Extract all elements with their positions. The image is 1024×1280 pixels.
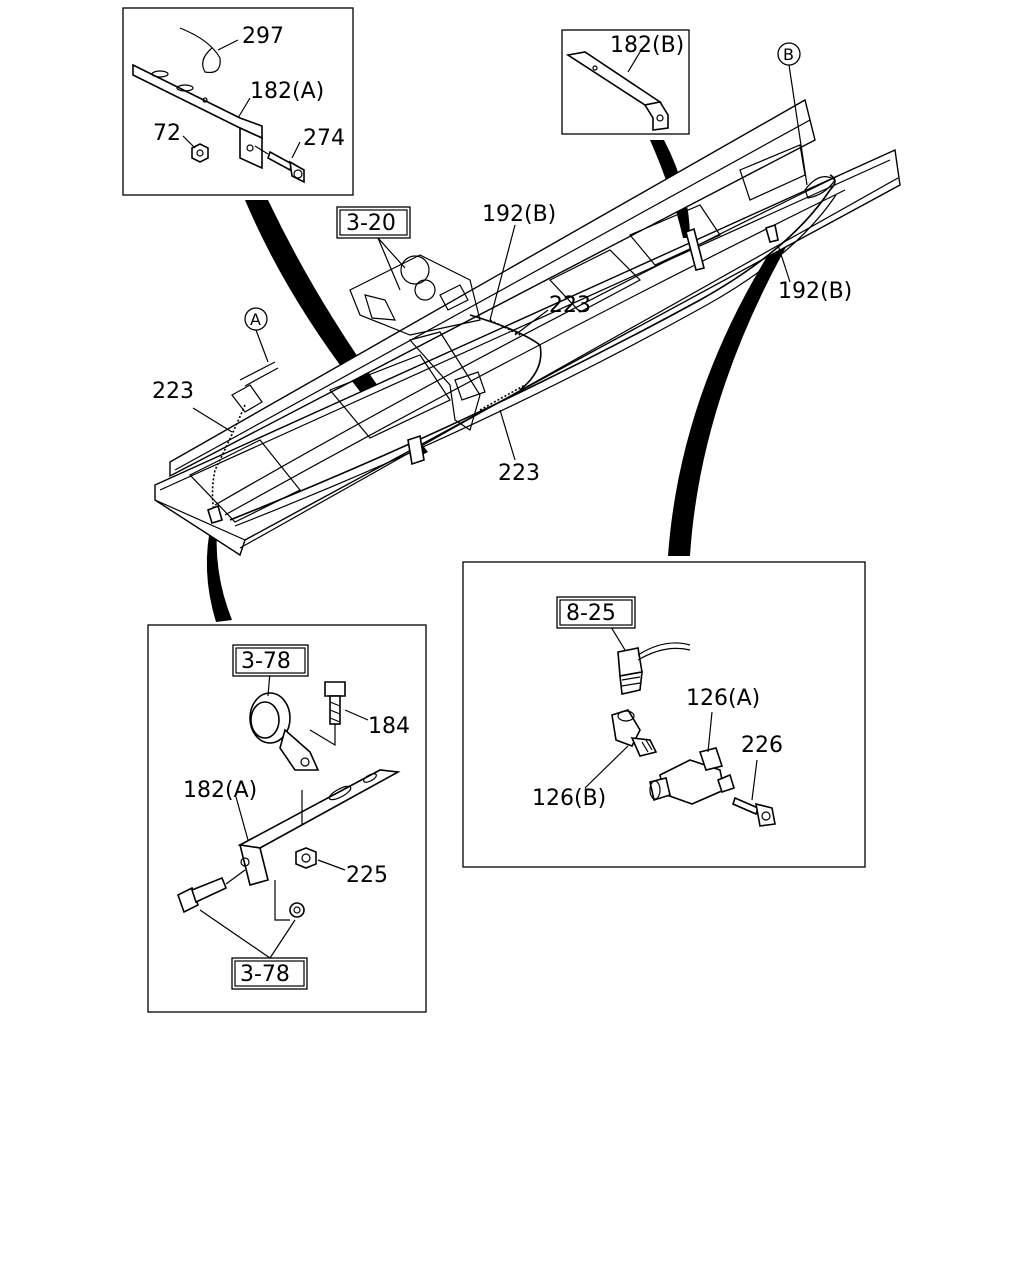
callout-274: 274 [303,126,345,151]
bracket-182b-detail [565,51,669,131]
pressure-switch-detail [611,642,776,827]
chassis-frame [154,98,901,557]
callout-72: 72 [153,121,181,146]
callout-297: 297 [242,24,284,49]
callout-192b-right: 192(B) [778,279,852,304]
marker-a-text: A [250,310,261,329]
ref-8-25-text: 8-25 [566,601,616,626]
marker-b: B [777,42,801,66]
callout-182b: 182(B) [610,33,684,58]
callout-226: 226 [741,733,783,758]
leader-lines-top-left [182,39,301,159]
detail-box-bottom-right [462,561,866,868]
ref-box-3-20: 3-20 [336,206,411,239]
clamp-and-bracket-detail [177,681,401,921]
bracket-182a-top-detail [132,27,305,184]
ref-3-20-text: 3-20 [346,211,396,236]
pointer-wedge-bottom-right [668,236,790,556]
marker-b-text: B [783,45,794,64]
leader-lines-main [192,64,808,461]
callout-223-bottom: 223 [498,461,540,486]
ref-box-3-78-bottom: 3-78 [231,957,308,990]
callout-223-mid: 223 [549,293,591,318]
ref-box-3-78-top: 3-78 [232,644,309,677]
tube-runs [207,174,837,527]
leader-lines-bottom-left [199,671,369,959]
callout-223-left: 223 [152,379,194,404]
callout-182a-lower: 182(A) [183,778,257,803]
callout-126b: 126(B) [532,786,606,811]
callout-126a: 126(A) [686,686,760,711]
detail-box-bottom-left [147,624,427,1013]
leader-182b [627,51,641,73]
pointer-wedge-bottom-left [206,518,232,622]
ref-box-8-25: 8-25 [556,596,636,629]
ref-3-78-top-text: 3-78 [241,649,291,674]
marker-a: A [244,307,268,331]
callout-182a-top: 182(A) [250,79,324,104]
detail-box-top-left [122,7,354,196]
ref-3-78-bottom-text: 3-78 [240,962,290,987]
callout-225: 225 [346,863,388,888]
callout-184: 184 [368,714,410,739]
callout-192b-upper: 192(B) [482,202,556,227]
leader-lines-bottom-right [584,626,758,801]
